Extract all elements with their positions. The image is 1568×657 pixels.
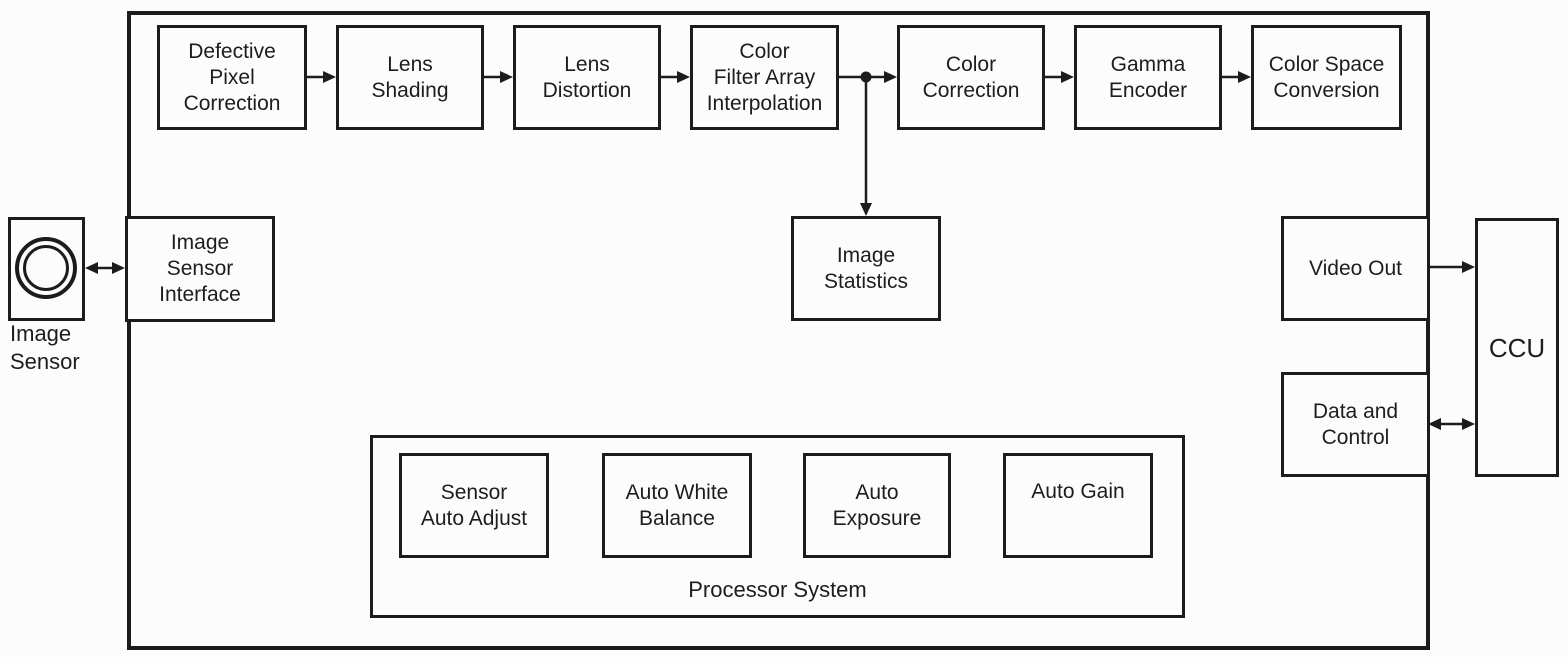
arrowhead-right-icon [884, 71, 897, 83]
arrowhead-right-icon [1462, 261, 1475, 273]
arrowhead-right-icon [1462, 418, 1475, 430]
processor-system-box [370, 435, 1185, 618]
processor-system-label: Processor System [688, 577, 867, 602]
block-data-and-control: Data and Control [1281, 372, 1430, 477]
lens-icon [15, 237, 77, 299]
arrowhead-right-icon [500, 71, 513, 83]
image-sensor-label: Image Sensor [10, 321, 80, 374]
image-sensor-device [8, 217, 85, 321]
camera-head-enclosure-box [127, 11, 1430, 650]
block-auto-white-balance: Auto White Balance [602, 453, 752, 558]
block-color-correction: Color Correction [897, 25, 1045, 130]
block-ccu: CCU [1475, 218, 1559, 477]
block-color-filter-array-interpolation: Color Filter Array Interpolation [690, 25, 839, 130]
block-color-space-conversion: Color Space Conversion [1251, 25, 1402, 130]
block-auto-exposure: Auto Exposure [803, 453, 951, 558]
arrowhead-right-icon [1061, 71, 1074, 83]
block-sensor-auto-adjust: Sensor Auto Adjust [399, 453, 549, 558]
arrowhead-left-icon [1428, 418, 1441, 430]
arrowhead-left-icon [85, 262, 98, 274]
block-defective-pixel-correction: Defective Pixel Correction [157, 25, 307, 130]
arrowhead-right-icon [112, 262, 125, 274]
block-video-out: Video Out [1281, 216, 1430, 321]
arrowhead-right-icon [323, 71, 336, 83]
block-lens-distortion: Lens Distortion [513, 25, 661, 130]
arrowhead-down-icon [860, 203, 872, 216]
block-image-statistics: Image Statistics [791, 216, 941, 321]
block-gamma-encoder: Gamma Encoder [1074, 25, 1222, 130]
arrowhead-right-icon [677, 71, 690, 83]
block-auto-gain: Auto Gain [1003, 453, 1153, 558]
lens-inner-ring-icon [23, 245, 69, 291]
arrowhead-right-icon [1238, 71, 1251, 83]
block-lens-shading: Lens Shading [336, 25, 484, 130]
block-image-sensor-interface: Image Sensor Interface [125, 216, 275, 322]
